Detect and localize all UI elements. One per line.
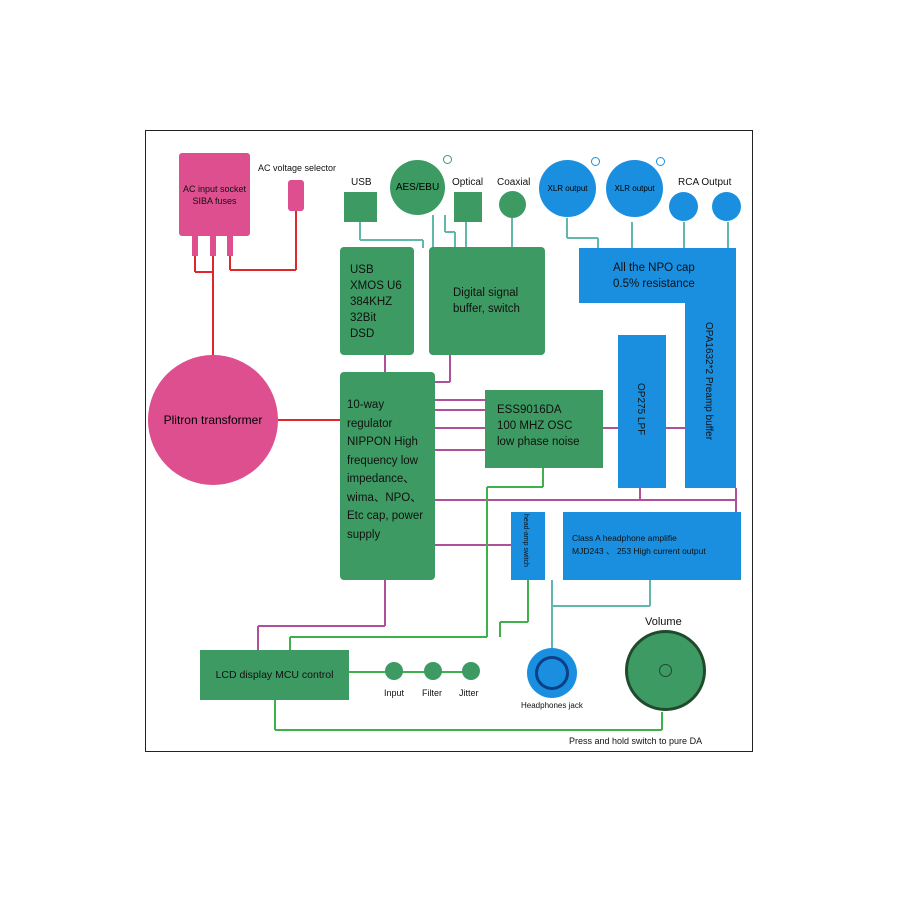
coaxial-input-label: Coaxial (497, 177, 531, 188)
dac-line: ESS9016DA (497, 404, 562, 416)
transformer-label: Plitron transformer (163, 413, 263, 427)
npo-cap-block: All the NPO cap 0.5% resistance (579, 248, 736, 303)
usb-input-label: USB (351, 177, 372, 188)
socket-pin-3 (227, 236, 233, 256)
xlr-output-2[interactable]: XLR output (606, 160, 663, 217)
regulator-line: wima、NPO、 (347, 491, 422, 504)
ac-input-socket: AC input socket SIBA fuses (179, 153, 250, 236)
dac-line: low phase noise (497, 436, 580, 448)
aes-ebu-input-port[interactable]: AES/EBU (390, 160, 445, 215)
npo-line: 0.5% resistance (613, 278, 695, 290)
socket-pin-1 (192, 236, 198, 256)
rca-output-left[interactable] (669, 192, 698, 221)
dsb-line: Digital signal (453, 287, 519, 299)
volume-label: Volume (645, 616, 682, 628)
dac-line: 100 MHZ OSC (497, 420, 573, 432)
headphones-jack-inner-ring (535, 656, 569, 690)
aes-indicator-ring (443, 155, 452, 164)
head-amp-switch[interactable]: head-amp switch (511, 512, 545, 580)
rca-output-label: RCA Output (678, 177, 732, 188)
volume-knob[interactable] (625, 630, 706, 711)
power-regulator-block: 10-way regulator NIPPON High frequency l… (340, 372, 435, 580)
preamp-buffer-block: OPA1632*2 Preamp buffer (685, 300, 736, 488)
plitron-transformer: Plitron transformer (148, 355, 278, 485)
hp-amp-line: Class A headphone amplifie (572, 533, 677, 543)
ac-socket-line2: SIBA fuses (192, 196, 237, 206)
lpf-label: OP275 LPF (635, 383, 646, 436)
jitter-knob[interactable] (462, 662, 480, 680)
headphones-jack-label: Headphones jack (521, 701, 583, 710)
aes-ebu-label: AES/EBU (395, 182, 440, 193)
xlr-output-1[interactable]: XLR output (539, 160, 596, 217)
ac-socket-line1: AC input socket (182, 184, 247, 194)
regulator-line: impedance、 (347, 473, 415, 485)
digital-signal-buffer-block: Digital signal buffer, switch (429, 247, 545, 355)
usb-block-line: USB (350, 264, 374, 276)
npo-line: All the NPO cap (613, 262, 695, 274)
diagram-frame (145, 130, 753, 752)
input-knob[interactable] (385, 662, 403, 680)
usb-block-line: 32Bit (350, 312, 377, 324)
hp-amp-line: MJD243 、 253 High current output (572, 546, 706, 556)
op275-lpf-block: OP275 LPF (618, 335, 666, 488)
optical-input-port[interactable] (454, 192, 482, 222)
rca-output-right[interactable] (712, 192, 741, 221)
purple-wires (257, 355, 737, 650)
green-wires (274, 468, 663, 731)
headphone-amplifier-block: Class A headphone amplifie MJD243 、 253 … (563, 512, 741, 580)
lcd-label: LCD display MCU control (215, 669, 334, 681)
pure-da-note: Press and hold switch to pure DA (569, 736, 703, 746)
usb-block-line: 384KHZ (350, 296, 393, 308)
xlr-1-indicator-ring (591, 157, 600, 166)
usb-xmos-block: USB XMOS U6 384KHZ 32Bit DSD (340, 247, 414, 355)
regulator-line: 10-way (347, 399, 385, 411)
dsb-line: buffer, switch (453, 303, 520, 315)
teal-signal-wires (359, 215, 729, 648)
socket-pin-2 (210, 236, 216, 256)
regulator-line: NIPPON High (347, 436, 418, 448)
regulator-line: supply (347, 528, 381, 541)
xlr-output-1-label: XLR output (547, 184, 588, 193)
jitter-knob-label: Jitter (459, 688, 479, 698)
usb-block-line: DSD (350, 328, 375, 340)
regulator-line: regulator (347, 417, 393, 430)
filter-knob[interactable] (424, 662, 442, 680)
regulator-line: frequency low (347, 454, 418, 467)
red-power-wires (194, 210, 340, 421)
usb-block-line: XMOS U6 (350, 280, 402, 292)
headphones-jack[interactable] (527, 648, 577, 698)
regulator-line: Etc cap, power (347, 510, 424, 522)
dac-ess9016-block: ESS9016DA 100 MHZ OSC low phase noise (485, 390, 603, 468)
ac-voltage-selector-label: AC voltage selector (258, 163, 337, 173)
volume-knob-center (659, 664, 672, 677)
coaxial-input-port[interactable] (499, 191, 526, 218)
preamp-buffer-label: OPA1632*2 Preamp buffer (703, 322, 714, 441)
ac-voltage-selector[interactable] (288, 180, 304, 211)
optical-input-label: Optical (452, 177, 484, 188)
xlr-2-indicator-ring (656, 157, 665, 166)
xlr-output-2-label: XLR output (614, 184, 655, 193)
head-amp-switch-label: head-amp switch (522, 514, 529, 567)
lcd-display-mcu-block: LCD display MCU control (200, 650, 349, 700)
input-knob-label: Input (384, 688, 405, 698)
filter-knob-label: Filter (422, 688, 442, 698)
usb-input-port[interactable] (344, 192, 377, 222)
